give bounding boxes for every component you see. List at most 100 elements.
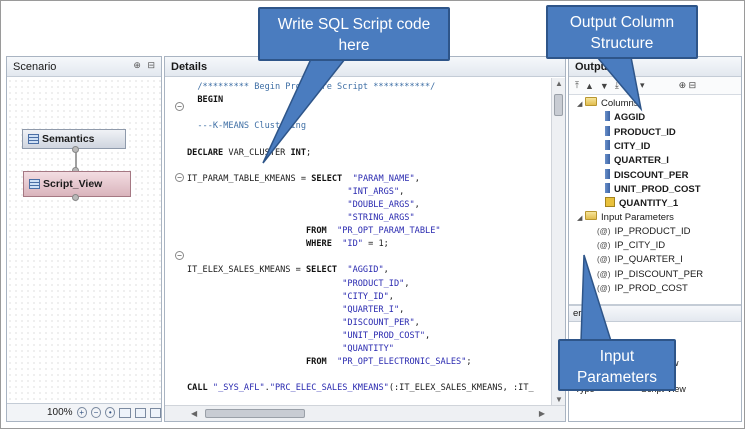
columns-folder-label: Columns xyxy=(601,97,639,109)
scenario-toolbar-icons[interactable]: ⊕ ⊟ xyxy=(133,60,157,70)
code-line[interactable]: "DISCOUNT_PER", xyxy=(342,317,420,328)
input-parameter-label: IP_DISCOUNT_PER xyxy=(614,268,704,280)
code-line[interactable]: FROM "PR_OPT_ELECTRONIC_SALES"; xyxy=(306,357,472,368)
code-line[interactable]: "UNIT_PROD_COST", xyxy=(342,330,431,341)
output-column-label: DISCOUNT_PER xyxy=(614,169,689,181)
script-view-icon xyxy=(29,179,40,189)
input-parameter[interactable]: (@)IP_CITY_ID xyxy=(597,240,665,251)
parameter-icon: (@) xyxy=(597,226,611,236)
input-parameter[interactable]: (@)IP_QUARTER_I xyxy=(597,254,683,265)
vertical-scroll-thumb[interactable] xyxy=(554,94,563,116)
code-line[interactable]: WHERE "ID" = 1; xyxy=(306,239,389,250)
zoom-bar: 100% + − • xyxy=(7,403,162,421)
fit-to-window-icon[interactable] xyxy=(119,407,131,418)
move-top-icon[interactable]: ⤒ xyxy=(575,80,579,90)
details-panel: Details − − − − /********* Begin Procedu… xyxy=(164,56,566,422)
fold-toggle-sales-icon[interactable]: − xyxy=(175,251,184,260)
attribute-icon xyxy=(605,139,610,153)
code-line[interactable]: DECLARE VAR_CLUSTER INT; xyxy=(187,147,312,158)
input-parameter-label: IP_PRODUCT_ID xyxy=(614,225,691,237)
code-line[interactable]: FROM "PR_OPT_PARAM_TABLE" xyxy=(306,226,441,237)
zoom-out-icon[interactable]: − xyxy=(90,407,102,418)
output-toolbar: ⤒ ▲ ▼ ⤓ ✚ ▾ ⊕ ⊟ xyxy=(569,77,741,95)
output-column-label: QUANTITY_1 xyxy=(619,198,679,210)
measure-icon xyxy=(605,197,615,210)
code-line[interactable]: "QUANTITY" xyxy=(342,344,394,354)
add-dropdown-icon[interactable]: ▾ xyxy=(640,80,645,90)
input-parameter-label: IP_CITY_ID xyxy=(614,240,666,251)
columns-folder[interactable]: ◢ Columns xyxy=(577,97,639,109)
move-up-icon[interactable]: ▲ xyxy=(584,80,594,91)
callout-input-line2: Parameters xyxy=(576,369,658,386)
code-line[interactable]: "DOUBLE_ARGS", xyxy=(347,199,420,210)
add-icon[interactable]: ✚ xyxy=(624,80,635,92)
code-line[interactable]: "PRODUCT_ID", xyxy=(342,278,410,289)
output-column[interactable]: QUARTER_I xyxy=(605,154,669,167)
sql-script-editor[interactable]: − − − − /********* Begin Procedure Scrip… xyxy=(165,78,551,405)
scenario-canvas[interactable]: Semantics Script_View xyxy=(7,78,161,403)
move-bottom-icon[interactable]: ⤓ xyxy=(614,80,619,90)
code-line[interactable]: BEGIN xyxy=(197,95,224,106)
parameter-icon: (@) xyxy=(597,269,611,279)
input-parameter-label: IP_PROD_COST xyxy=(614,282,688,294)
editor-vertical-scrollbar[interactable]: ▲ ▼ xyxy=(551,78,565,405)
input-parameter[interactable]: (@)IP_PROD_COST xyxy=(597,283,688,294)
callout-output-line1: Output Column xyxy=(569,14,675,31)
code-line[interactable]: IT_PARAM_TABLE_KMEANS = SELECT "PARAM_NA… xyxy=(187,173,420,184)
fold-toggle-param-icon[interactable]: − xyxy=(175,173,184,182)
attribute-icon xyxy=(605,111,610,124)
input-parameters-folder[interactable]: ◢ Input Parameters xyxy=(577,211,674,223)
script-view-node[interactable]: Script_View xyxy=(23,171,131,197)
code-line[interactable]: ---K-MEANS Clustering xyxy=(187,121,306,132)
output-column-label: QUARTER_I xyxy=(614,155,669,167)
folder-icon: ◢ xyxy=(577,97,598,109)
input-parameters-folder-label: Input Parameters xyxy=(601,211,674,223)
connector-port-top[interactable] xyxy=(72,146,79,153)
code-line[interactable]: "QUARTER_I", xyxy=(342,304,405,315)
code-line[interactable]: IT_ELEX_SALES_KMEANS = SELECT "AGGID", xyxy=(187,265,389,276)
semantics-node-label: Semantics xyxy=(42,133,95,145)
input-parameter-label: IP_QUARTER_I xyxy=(614,254,683,266)
attribute-icon xyxy=(605,168,610,182)
auto-layout-icon[interactable] xyxy=(134,407,146,418)
tree-layout-icon[interactable] xyxy=(149,407,162,418)
code-line[interactable]: "CITY_ID", xyxy=(342,291,394,302)
output-column-label: UNIT_PROD_COST xyxy=(614,183,701,195)
output-column[interactable]: QUANTITY_1 xyxy=(605,197,678,210)
output-column[interactable]: PRODUCT_ID xyxy=(605,125,676,139)
callout-output: Output Column Structure xyxy=(546,5,698,59)
properties-title: erties xyxy=(569,306,741,322)
code-line[interactable]: "INT_ARGS", xyxy=(347,186,405,197)
code-line[interactable]: "STRING_ARGS" xyxy=(347,213,415,223)
semantics-icon xyxy=(28,134,39,144)
node-connector xyxy=(75,149,77,171)
fold-toggle-begin-icon[interactable]: − xyxy=(175,102,184,111)
output-column[interactable]: UNIT_PROD_COST xyxy=(605,182,701,196)
output-column-label: AGGID xyxy=(614,112,646,124)
zoom-in-icon[interactable]: + xyxy=(76,407,87,418)
script-view-node-label: Script_View xyxy=(43,178,103,190)
attribute-icon xyxy=(605,125,610,139)
output-title: Output xyxy=(569,57,741,77)
connector-port-bottom[interactable] xyxy=(72,194,79,201)
code-line[interactable]: CALL "_SYS_AFL"."PRC_ELEC_SALES_KMEANS"(… xyxy=(187,383,534,394)
code-line[interactable]: /********* Begin Procedure Script ******… xyxy=(187,82,436,92)
editor-horizontal-scrollbar[interactable]: ◀ ▶ xyxy=(165,405,565,421)
input-parameter[interactable]: (@)IP_PRODUCT_ID xyxy=(597,226,690,237)
input-parameter[interactable]: (@)IP_DISCOUNT_PER xyxy=(597,269,703,280)
horizontal-scroll-thumb[interactable] xyxy=(205,409,305,418)
move-down-icon[interactable]: ▼ xyxy=(599,80,609,91)
attribute-icon xyxy=(605,182,610,196)
callout-output-line2: Structure xyxy=(590,35,654,52)
output-column-label: PRODUCT_ID xyxy=(614,126,676,138)
scenario-title: Scenario xyxy=(7,57,161,77)
output-column-label: CITY_ID xyxy=(614,140,651,152)
output-column[interactable]: DISCOUNT_PER xyxy=(605,168,689,182)
output-column[interactable]: CITY_ID xyxy=(605,139,651,153)
output-column[interactable]: AGGID xyxy=(605,111,645,124)
zoom-reset-icon[interactable]: • xyxy=(105,407,116,418)
callout-sql: Write SQL Script code here xyxy=(258,7,450,61)
expand-collapse-icons[interactable]: ⊕ ⊟ xyxy=(678,80,697,90)
scenario-panel: Scenario ⊕ ⊟ Semantics Script_View 100% … xyxy=(6,56,162,422)
